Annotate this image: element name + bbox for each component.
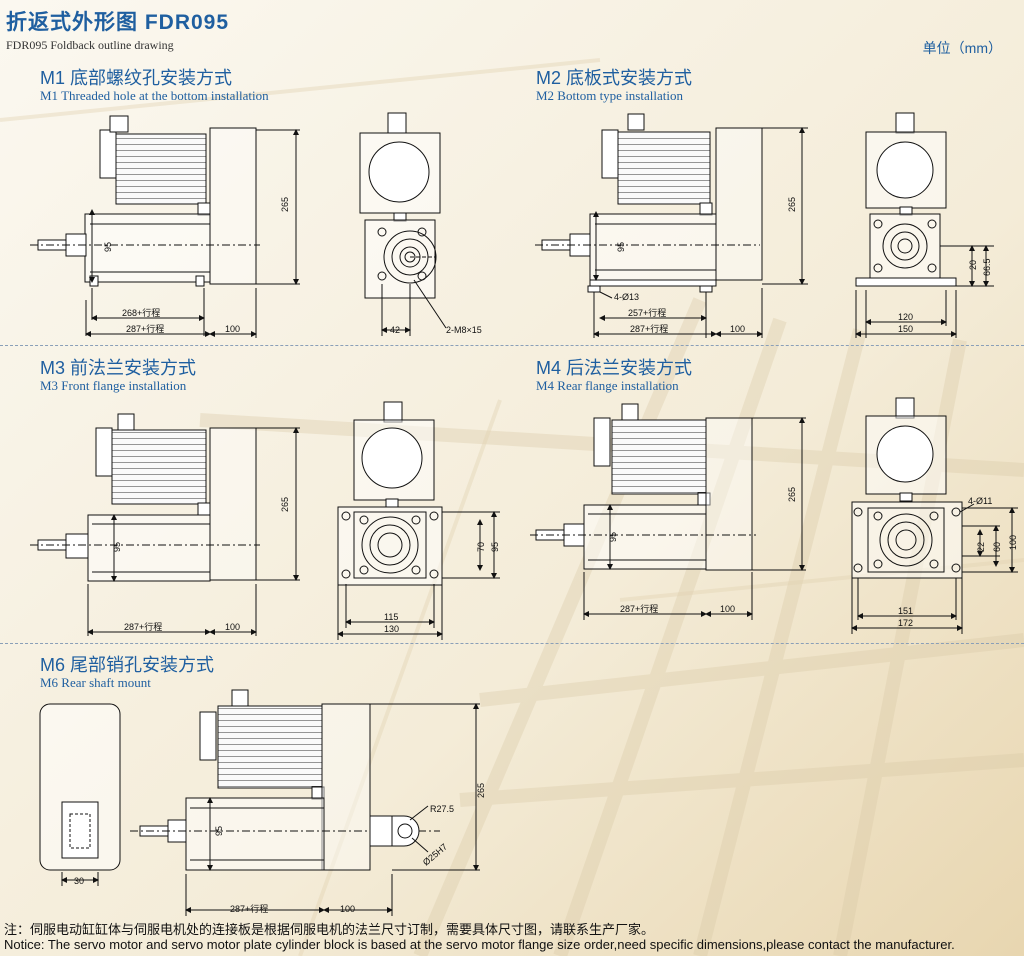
m2-dim-287: 287+行程 bbox=[630, 323, 668, 334]
m2-side-view bbox=[535, 113, 808, 338]
m3-dim-265: 265 bbox=[280, 497, 290, 512]
m4-end-view bbox=[851, 397, 1018, 634]
m3-dim-95: 95 bbox=[112, 542, 122, 552]
m3-title: M3 前法兰安装方式 bbox=[40, 358, 197, 378]
m2-dim-20: 20 bbox=[968, 260, 978, 270]
m3-end-view bbox=[337, 401, 500, 640]
page-subtitle: FDR095 Foldback outline drawing bbox=[6, 38, 174, 52]
m6-dim-30: 30 bbox=[74, 876, 84, 886]
m3-dim-115: 115 bbox=[384, 612, 398, 622]
m4-dim-151: 151 bbox=[898, 606, 913, 616]
unit-label: 单位（mm） bbox=[922, 40, 1002, 56]
m2-dim-257: 257+行程 bbox=[628, 307, 666, 318]
m4-dim-60: 60 bbox=[992, 542, 1002, 552]
m6-dim-r27-5: R27.5 bbox=[430, 804, 454, 814]
m6-title: M6 尾部销孔安装方式 bbox=[40, 655, 215, 675]
m4-dim-95: 95 bbox=[608, 532, 618, 542]
m1-dim-268: 268+行程 bbox=[122, 307, 160, 318]
m1-dim-100: 100 bbox=[225, 324, 240, 334]
m6-subtitle: M6 Rear shaft mount bbox=[40, 675, 151, 690]
m1-dim-265: 265 bbox=[280, 197, 290, 212]
m4-dim-phi11: 4-Ø11 bbox=[968, 496, 992, 506]
m6-dim-100: 100 bbox=[340, 904, 355, 914]
m1-end-view bbox=[359, 112, 447, 336]
m1-subtitle: M1 Threaded hole at the bottom installat… bbox=[40, 88, 269, 103]
m6-dim-phi25: Ø25H7 bbox=[421, 842, 449, 868]
m1-side-view bbox=[30, 115, 300, 338]
m3-dim-95b: 95 bbox=[490, 542, 500, 552]
m3-dim-100: 100 bbox=[225, 622, 240, 632]
m2-subtitle: M2 Bottom type installation bbox=[536, 88, 683, 103]
m1-dim-m8: 2-M8×15 bbox=[446, 325, 482, 335]
m4-title: M4 后法兰安装方式 bbox=[536, 358, 693, 378]
m6-end-view bbox=[39, 703, 121, 886]
m6-dim-287: 287+行程 bbox=[230, 903, 268, 914]
m3-dim-130: 130 bbox=[384, 624, 399, 634]
m6-dim-95: 95 bbox=[214, 826, 224, 836]
m2-title: M2 底板式安装方式 bbox=[536, 68, 693, 88]
m2-dim-265: 265 bbox=[787, 197, 797, 212]
m4-dim-100: 100 bbox=[720, 604, 735, 614]
divider bbox=[0, 643, 1024, 644]
m1-dim-95: 95 bbox=[103, 242, 113, 252]
m1-dim-42: 42 bbox=[390, 325, 400, 335]
m2-end-view bbox=[855, 112, 994, 338]
m2-dim-phi13: 4-Ø13 bbox=[614, 292, 639, 302]
m1-dim-287: 287+行程 bbox=[126, 323, 164, 334]
m1-title: M1 底部螺纹孔安装方式 bbox=[40, 68, 233, 88]
m3-dim-287: 287+行程 bbox=[124, 621, 162, 632]
m2-dim-66-5: 66.5 bbox=[982, 258, 992, 276]
m2-dim-100: 100 bbox=[730, 324, 745, 334]
m3-subtitle: M3 Front flange installation bbox=[40, 378, 187, 393]
m3-side-view bbox=[30, 413, 300, 636]
m2-dim-95: 95 bbox=[616, 242, 626, 252]
m4-dim-172: 172 bbox=[898, 618, 913, 628]
m4-dim-287: 287+行程 bbox=[620, 603, 658, 614]
m4-dim-22: 22 bbox=[976, 542, 986, 552]
m4-side-view bbox=[530, 403, 806, 620]
note-chinese: 注：伺服电动缸缸体与伺服电机处的连接板是根据伺服电机的法兰尺寸订制，需要具体尺寸… bbox=[4, 922, 655, 937]
divider bbox=[0, 345, 1024, 346]
m2-dim-120: 120 bbox=[898, 312, 913, 322]
m6-dim-265: 265 bbox=[476, 783, 486, 798]
page-title: 折返式外形图 FDR095 bbox=[6, 11, 230, 34]
m3-dim-70: 70 bbox=[476, 542, 486, 552]
m2-dim-150: 150 bbox=[898, 324, 913, 334]
m4-dim-265: 265 bbox=[787, 487, 797, 502]
m4-subtitle: M4 Rear flange installation bbox=[536, 378, 679, 393]
note-english: Notice: The servo motor and servo motor … bbox=[4, 937, 955, 952]
m6-side-view bbox=[130, 689, 480, 916]
m4-dim-100b: 100 bbox=[1008, 535, 1018, 550]
